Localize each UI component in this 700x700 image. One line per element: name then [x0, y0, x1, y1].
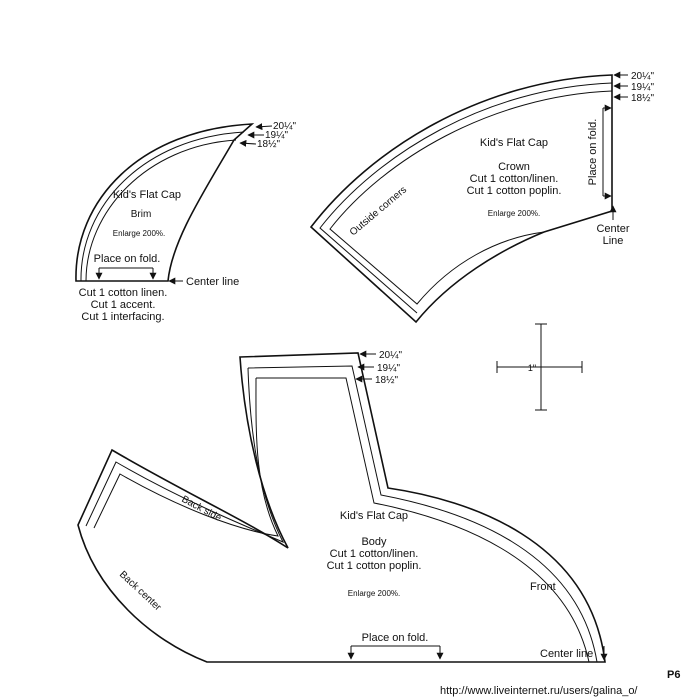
brim-piece: 20¼" 19¼" 18½" Kid's Flat Cap Brim Enlar… [75, 120, 296, 323]
source-url: http://www.liveinternet.ru/users/galina_… [440, 685, 638, 697]
body-title: Kid's Flat Cap [340, 510, 408, 522]
brim-center-label: Center line [186, 276, 239, 288]
brim-outline-mid [80, 131, 245, 282]
brim-title: Kid's Flat Cap [113, 189, 181, 201]
brim-outline-outer [75, 123, 255, 282]
scale-label: 1" [528, 363, 536, 373]
body-size-3: 18½" [375, 375, 398, 386]
crown-size-1: 20¼" [631, 70, 654, 82]
body-front: Front [530, 581, 556, 593]
brim-outline-inner [85, 139, 237, 282]
body-enlarge: Enlarge 200%. [348, 589, 400, 598]
crown-outside-corners: Outside corners [348, 184, 409, 238]
scale-cross: 1" [496, 323, 583, 411]
brim-enlarge: Enlarge 200%. [113, 229, 165, 238]
brim-cut-3: Cut 1 interfacing. [81, 311, 164, 323]
body-fold-label: Place on fold. [362, 632, 429, 644]
body-name: Body [361, 536, 387, 548]
crown-piece: 20¼" 19¼" 18½" Kid's Flat Cap Crown Cut … [309, 70, 654, 324]
crown-cut-1: Cut 1 cotton/linen. [470, 173, 559, 185]
brim-size-3: 18½" [257, 139, 280, 150]
crown-name: Crown [498, 161, 530, 173]
body-cut-1: Cut 1 cotton/linen. [330, 548, 419, 560]
brim-size-arrow-1 [255, 123, 273, 131]
crown-size-3: 18½" [631, 93, 654, 104]
brim-cut-2: Cut 1 accent. [91, 299, 156, 311]
body-center-label: Center line [540, 648, 593, 660]
crown-center-label-2: Line [603, 235, 624, 247]
crown-outline-outer [309, 74, 613, 324]
crown-cut-2: Cut 1 cotton poplin. [467, 185, 562, 197]
crown-enlarge: Enlarge 200%. [488, 209, 540, 218]
body-cut-2: Cut 1 cotton poplin. [327, 560, 422, 572]
body-outline-mid [85, 365, 598, 663]
crown-outline-mid [319, 82, 613, 314]
body-outline-inner [93, 377, 590, 663]
body-outline-outer [77, 352, 606, 663]
brim-cut-1: Cut 1 cotton linen. [79, 287, 168, 299]
brim-fold-label: Place on fold. [94, 253, 161, 265]
page-label: P6 [667, 669, 680, 681]
crown-outline-inner [329, 90, 613, 305]
brim-size-1: 20¼" [273, 120, 296, 132]
brim-name: Brim [131, 209, 152, 220]
brim-size-arrow-3 [239, 139, 257, 147]
body-size-1: 20¼" [379, 349, 402, 361]
brim-size-2: 19¼" [265, 129, 288, 141]
crown-title: Kid's Flat Cap [480, 137, 548, 149]
body-size-2: 19¼" [377, 362, 400, 374]
crown-center-label-1: Center [596, 223, 629, 235]
crown-size-2: 19¼" [631, 81, 654, 93]
crown-fold-label: Place on fold. [587, 119, 599, 186]
body-piece: 20¼" 19¼" 18½" Kid's Flat Cap Body Cut 1… [77, 349, 608, 663]
